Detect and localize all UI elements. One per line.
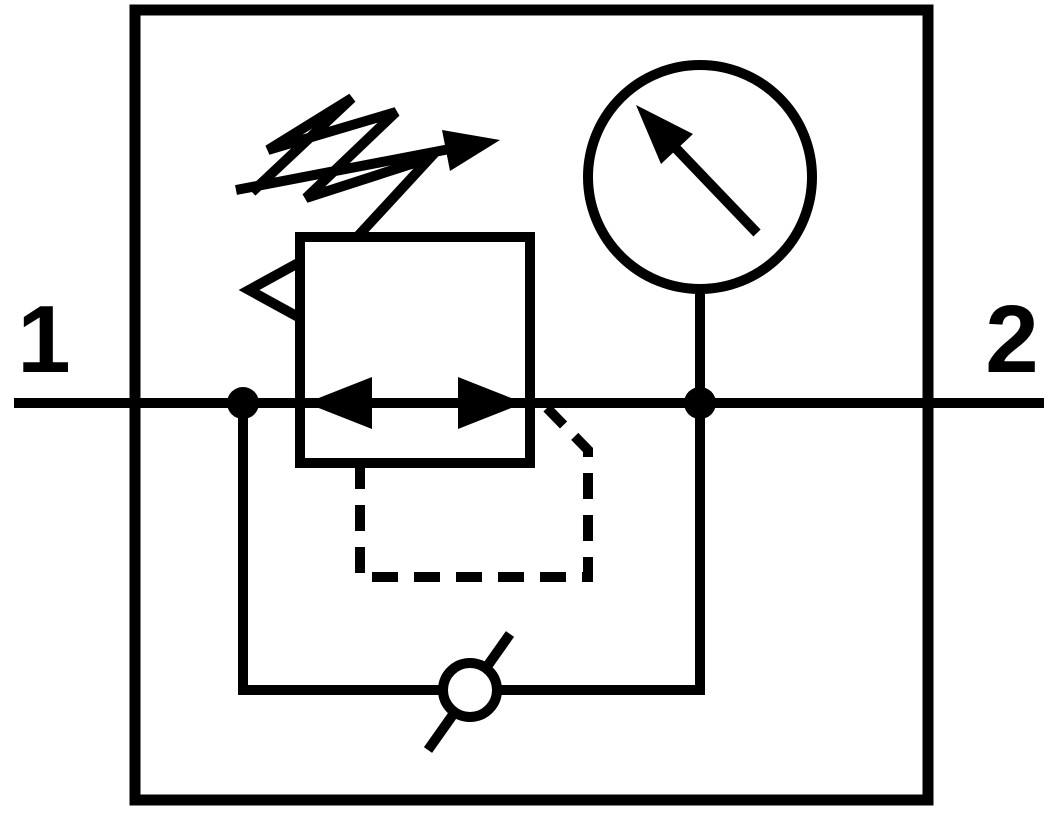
port-2-label: 2 — [985, 286, 1038, 393]
gauge-needle-shaft — [664, 136, 761, 237]
check-valve-ball-circle — [438, 658, 502, 722]
junction-dot-right — [684, 387, 716, 419]
gauge-needle-head — [636, 105, 693, 164]
pilot-control-line — [355, 404, 593, 582]
port-1-label: 1 — [17, 286, 70, 393]
gauge-needle-icon — [636, 105, 761, 237]
flow-arrow-right-icon — [458, 377, 524, 429]
bypass-line — [238, 403, 705, 753]
flow-arrow-left-icon — [306, 377, 372, 429]
pressure-gauge-icon — [583, 60, 817, 403]
adjustment-arrow-shaft — [235, 143, 456, 195]
bypass-line-path — [238, 403, 705, 695]
vent-arrowhead-icon — [238, 257, 303, 323]
check-valve-icon — [423, 631, 515, 753]
adjustment-spring-icon — [248, 93, 447, 240]
regulator-valve-icon — [295, 232, 535, 468]
junction-dot-left — [227, 387, 259, 419]
adjustment-arrow-head — [442, 130, 500, 171]
regulator-body-box — [295, 232, 535, 468]
adjustment-arrow-icon — [235, 130, 500, 195]
